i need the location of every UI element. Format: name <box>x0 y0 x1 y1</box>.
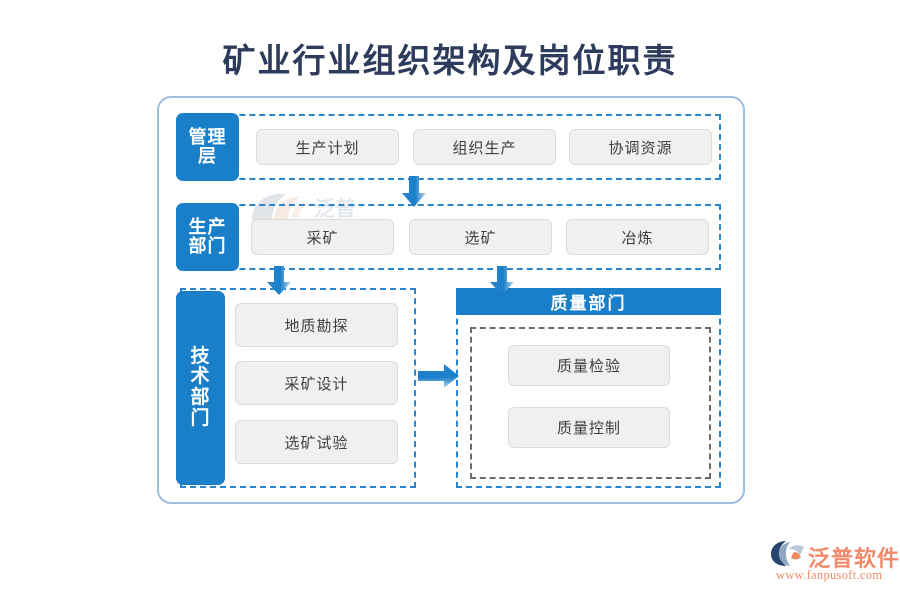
item-management-0[interactable]: 生产计划 <box>256 129 399 165</box>
item-management-2[interactable]: 协调资源 <box>569 129 712 165</box>
dept-tab-technical[interactable]: 技 术 部 门 <box>176 291 225 485</box>
item-technical-0[interactable]: 地质勘探 <box>235 303 398 347</box>
item-quality-0[interactable]: 质量检验 <box>508 345 670 386</box>
dept-tab-technical-line3: 部 <box>190 387 211 408</box>
item-production-1-label: 选矿 <box>464 229 497 247</box>
arrow-production-to-technical <box>266 266 292 296</box>
dept-tab-technical-line1: 技 <box>190 345 211 367</box>
dept-tab-production-line1: 生产 <box>188 216 227 237</box>
item-technical-1[interactable]: 采矿设计 <box>235 361 398 405</box>
dept-tab-technical-line4: 门 <box>190 407 211 429</box>
brand-url: www.fanpusoft.com <box>776 568 883 582</box>
item-production-2[interactable]: 冶炼 <box>566 219 709 255</box>
dept-tab-technical-line2: 术 <box>190 366 211 388</box>
item-production-0[interactable]: 采矿 <box>251 219 394 255</box>
item-production-0-label: 采矿 <box>306 229 339 247</box>
item-management-2-label: 协调资源 <box>608 139 673 157</box>
arrow-production-to-quality <box>489 266 515 296</box>
dept-tab-management-line2: 层 <box>198 146 217 166</box>
item-technical-0-label: 地质勘探 <box>284 317 349 335</box>
dept-tab-management-line1: 管理 <box>188 126 227 147</box>
item-production-1[interactable]: 选矿 <box>409 219 552 255</box>
dept-tab-production[interactable]: 生产 部门 <box>176 203 239 271</box>
item-management-1[interactable]: 组织生产 <box>413 129 556 165</box>
brand-logo: 泛普软件 www.fanpusoft.com <box>770 540 899 590</box>
item-technical-1-label: 采矿设计 <box>284 375 349 393</box>
dept-tab-production-line2: 部门 <box>188 236 227 256</box>
item-quality-0-label: 质量检验 <box>556 358 621 375</box>
diagram-frame <box>157 96 745 504</box>
item-production-2-label: 冶炼 <box>621 229 654 247</box>
item-technical-2-label: 选矿试验 <box>284 434 349 452</box>
fanpu-logo-icon <box>770 540 806 572</box>
item-management-0-label: 生产计划 <box>295 139 360 157</box>
arrow-technical-to-quality <box>418 363 460 389</box>
quality-department-header-label: 质量部门 <box>550 294 627 313</box>
dept-tab-management[interactable]: 管理 层 <box>176 113 239 181</box>
item-technical-2[interactable]: 选矿试验 <box>235 420 398 464</box>
item-quality-1[interactable]: 质量控制 <box>508 407 670 448</box>
brand-name: 泛普软件 <box>808 546 900 571</box>
quality-department-inner-box <box>470 327 711 479</box>
item-quality-1-label: 质量控制 <box>556 420 621 437</box>
page-title: 矿业行业组织架构及岗位职责 <box>222 44 678 80</box>
item-management-1-label: 组织生产 <box>452 139 517 157</box>
arrow-management-to-production <box>401 176 427 208</box>
quality-department-band: 质量部门 <box>456 288 721 488</box>
